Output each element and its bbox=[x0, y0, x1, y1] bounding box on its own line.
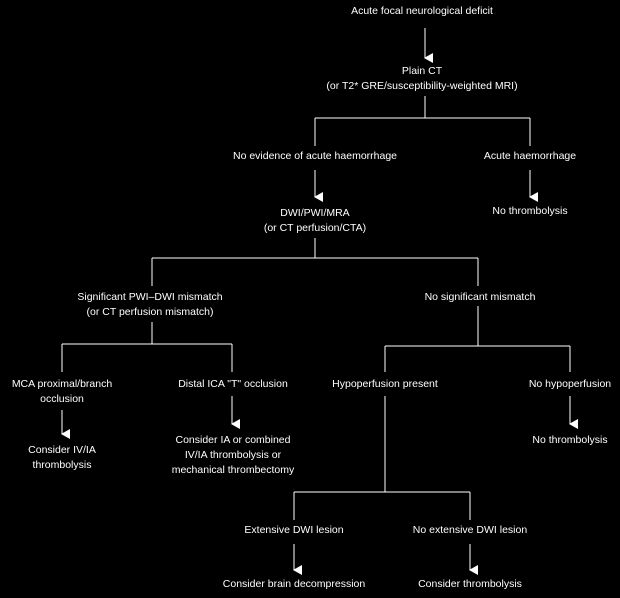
node-no-acute-haemorrhage: No evidence of acute haemorrhage bbox=[232, 150, 398, 162]
node-consider-brain-decompression: Consider brain decompression bbox=[222, 578, 366, 590]
node-mca-occlusion: MCA proximal/branch occlusion bbox=[11, 378, 113, 405]
node-acute-haemorrhage: Acute haemorrhage bbox=[483, 150, 577, 162]
node-plain-ct: Plain CT (or T2* GRE/susceptibility-weig… bbox=[326, 65, 518, 92]
node-no-significant-mismatch: No significant mismatch bbox=[424, 291, 536, 303]
node-consider-ia-combined: Consider IA or combined IV/IA thrombolys… bbox=[171, 434, 295, 476]
node-hypoperfusion-present: Hypoperfusion present bbox=[332, 378, 438, 390]
node-distal-ica-occlusion: Distal ICA "T" occlusion bbox=[178, 378, 288, 390]
node-consider-thrombolysis: Consider thrombolysis bbox=[418, 578, 522, 590]
node-acute-focal-deficit: Acute focal neurological deficit bbox=[351, 5, 493, 17]
node-extensive-dwi-lesion: Extensive DWI lesion bbox=[244, 524, 344, 536]
node-significant-mismatch: Significant PWI–DWI mismatch (or CT perf… bbox=[77, 291, 223, 318]
node-no-thrombolysis-haemorrhage: No thrombolysis bbox=[492, 205, 568, 217]
node-dwi-pwi-mra: DWI/PWI/MRA (or CT perfusion/CTA) bbox=[263, 207, 367, 234]
node-no-hypoperfusion: No hypoperfusion bbox=[528, 378, 612, 390]
node-consider-iv-ia: Consider IV/IA thrombolysis bbox=[28, 444, 96, 471]
node-no-extensive-dwi-lesion: No extensive DWI lesion bbox=[412, 524, 528, 536]
node-no-thrombolysis-hypoperfusion: No thrombolysis bbox=[532, 434, 608, 446]
